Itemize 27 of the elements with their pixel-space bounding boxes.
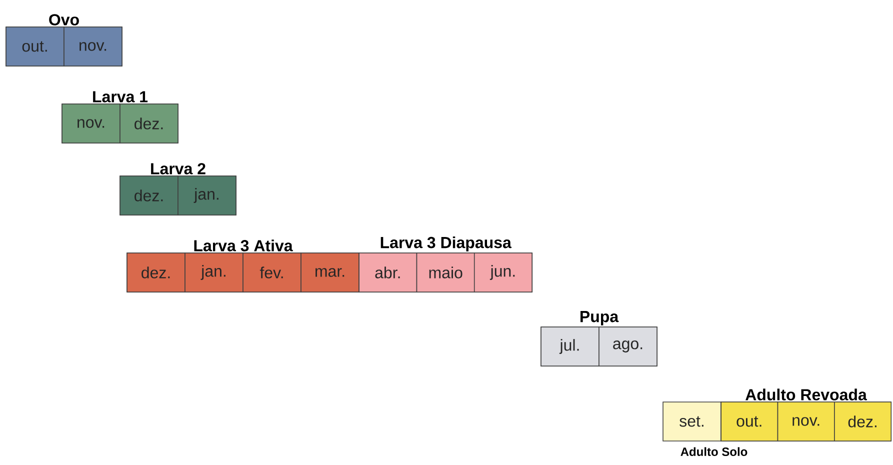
month-cell: set. [662,402,722,442]
month-cell: jul. [540,326,600,366]
month-cell: out. [720,402,778,442]
month-cell: mar. [300,252,360,292]
month-cell: nov. [777,402,835,442]
node-label: Larva 3 Ativa [194,240,293,252]
month-cell: fev. [242,252,302,292]
month-cell: jan. [184,252,244,292]
month-cell: out. [6,26,64,66]
node-label: Adulto Revoada [746,388,867,400]
month-cell: ago. [598,326,658,366]
month-cell: dez. [834,402,892,442]
month-cell: jan. [178,176,236,216]
month-cell: abr. [358,252,418,292]
month-cell: dez. [120,176,178,216]
node-label: Pupa [580,311,619,326]
month-cell: dez. [126,252,186,292]
stage-label: Adulto Solo [680,447,748,456]
month-cell: dez. [120,104,178,144]
month-cell: jun. [474,252,532,292]
node-label: Larva 3 Diapausa [380,236,512,252]
month-cell: nov. [64,26,122,66]
node-label: Larva 1 [93,91,148,102]
month-cell: maio [416,252,475,292]
node-label: Ovo [49,14,79,26]
month-cell: nov. [62,104,120,144]
node-label: Larva 2 [151,163,206,174]
